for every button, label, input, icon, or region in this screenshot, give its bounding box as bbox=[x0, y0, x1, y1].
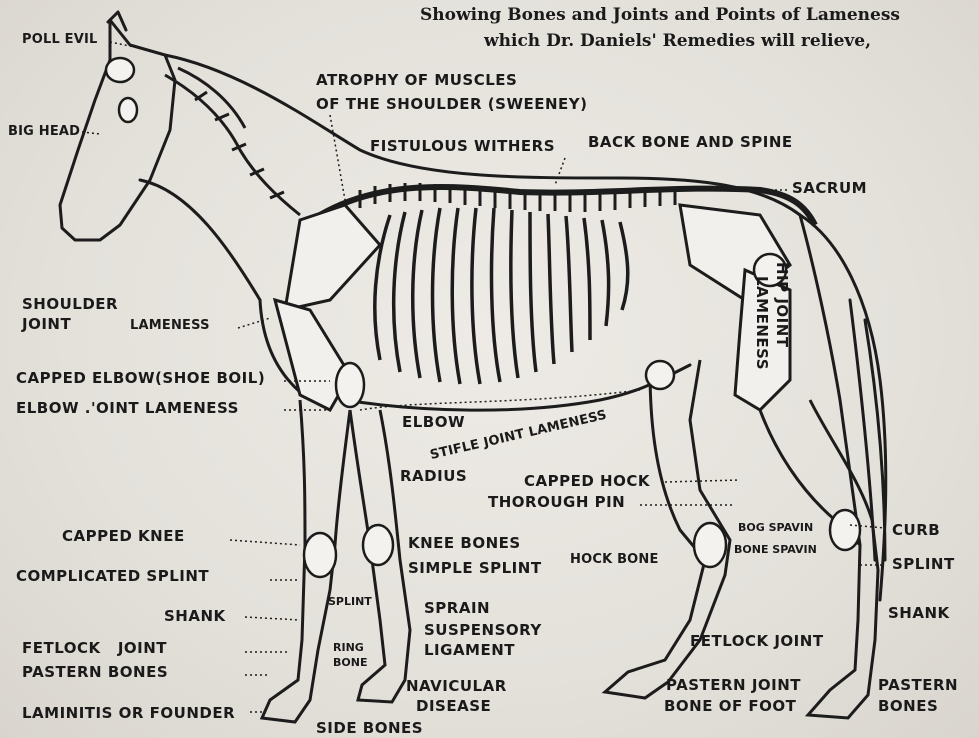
label-sprain-line2: SUSPENSORY bbox=[424, 622, 542, 639]
label-bog-spavin: BOG SPAVIN bbox=[738, 522, 813, 534]
label-pastern-bones-front: PASTERN BONES bbox=[22, 664, 168, 681]
label-back-bone: BACK BONE AND SPINE bbox=[588, 134, 793, 151]
scapula bbox=[285, 205, 380, 310]
label-pastern-rear-line1: PASTERN bbox=[878, 677, 958, 694]
label-bone-spavin: BONE SPAVIN bbox=[734, 544, 817, 556]
neck-throat bbox=[140, 180, 260, 300]
label-radius: RADIUS bbox=[400, 468, 467, 485]
label-capped-knee: CAPPED KNEE bbox=[62, 528, 185, 545]
label-fetlock-joint-rear: FETLOCK JOINT bbox=[690, 633, 824, 650]
ribcage bbox=[375, 208, 628, 384]
label-sacrum: SACRUM bbox=[792, 180, 867, 197]
label-big-head: BIG HEAD bbox=[8, 124, 80, 139]
label-atrophy-line2: OF THE SHOULDER (SWEENEY) bbox=[316, 96, 588, 113]
label-shank-rear: SHANK bbox=[888, 605, 950, 622]
label-splint-rear: SPLINT bbox=[892, 556, 955, 573]
label-shank-front: SHANK bbox=[164, 608, 226, 625]
label-pastern-rear-line2: BONES bbox=[878, 698, 938, 715]
label-shoulder-line1: SHOULDER bbox=[22, 296, 118, 313]
label-atrophy-line1: ATROPHY OF MUSCLES bbox=[316, 72, 517, 89]
label-capped-elbow: CAPPED ELBOW(SHOE BOIL) bbox=[16, 370, 265, 387]
label-laminitis: LAMINITIS OR FOUNDER bbox=[22, 705, 235, 722]
label-poll-evil: POLL EVIL bbox=[22, 32, 98, 47]
label-pastern-joint: PASTERN JOINT bbox=[666, 677, 801, 694]
label-side-bones: SIDE BONES bbox=[316, 720, 423, 737]
diagram-title-line1: Showing Bones and Joints and Points of L… bbox=[420, 4, 900, 26]
label-splint-leg: SPLINT bbox=[328, 596, 372, 608]
label-simple-splint: SIMPLE SPLINT bbox=[408, 560, 542, 577]
label-hip-line1: HIP JOINT bbox=[773, 262, 790, 348]
label-fetlock-joint-front: FETLOCK JOINT bbox=[22, 640, 167, 657]
label-fistulous-withers: FISTULOUS WITHERS bbox=[370, 138, 555, 155]
label-curb: CURB bbox=[892, 522, 940, 539]
label-joint-word: JOINT bbox=[118, 639, 167, 657]
label-bone-of-foot: BONE OF FOOT bbox=[664, 698, 796, 715]
label-hip-line2: LAMENESS bbox=[753, 276, 770, 370]
label-navicular-line2: DISEASE bbox=[416, 698, 491, 715]
label-fetlock-word: FETLOCK bbox=[22, 639, 101, 657]
diagram-title-line2: which Dr. Daniels' Remedies will relieve… bbox=[484, 30, 871, 52]
label-hock-bone: HOCK BONE bbox=[570, 552, 659, 567]
label-thorough-pin: THOROUGH PIN bbox=[488, 494, 625, 511]
label-shoulder-line2: JOINT bbox=[22, 316, 71, 333]
label-sprain-line1: SPRAIN bbox=[424, 600, 490, 617]
label-elbow: ELBOW bbox=[402, 414, 465, 431]
label-capped-hock: CAPPED HOCK bbox=[524, 473, 650, 490]
label-shoulder-lameness: LAMENESS bbox=[130, 318, 210, 333]
hind-leg-far bbox=[760, 400, 878, 718]
label-navicular-line1: NAVICULAR bbox=[406, 678, 507, 695]
label-ring-line1: RING bbox=[333, 642, 364, 654]
label-sprain-line3: LIGAMENT bbox=[424, 642, 515, 659]
label-knee-bones: KNEE BONES bbox=[408, 535, 521, 552]
label-elbow-joint-lameness: ELBOW .'OINT LAMENESS bbox=[16, 400, 239, 417]
label-ring-line2: BONE bbox=[333, 657, 367, 669]
label-complicated-splint: COMPLICATED SPLINT bbox=[16, 568, 209, 585]
neck-vertebrae bbox=[165, 68, 300, 215]
